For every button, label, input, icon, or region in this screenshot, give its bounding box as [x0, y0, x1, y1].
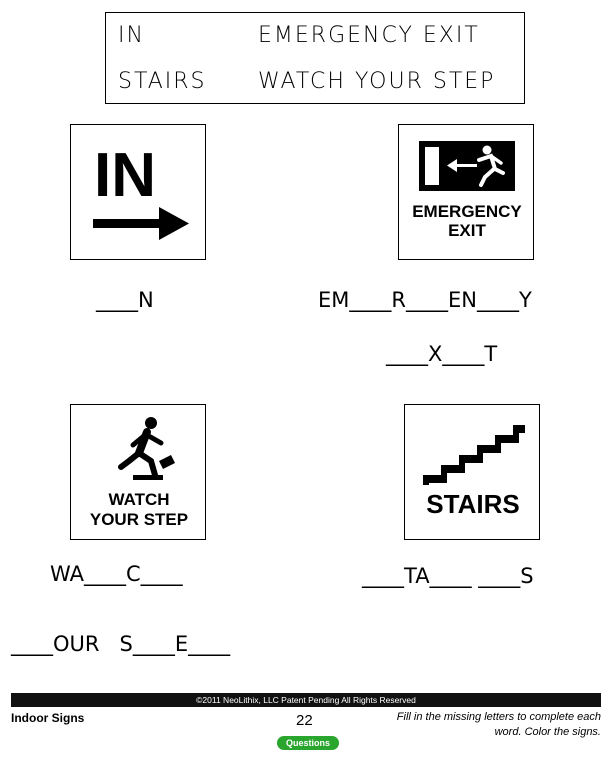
copyright-bar: ©2011 NeoLithix, LLC Patent Pending All … — [11, 693, 601, 707]
instructions-text: Fill in the missing letters to complete … — [396, 711, 601, 738]
staircase-icon — [423, 425, 525, 485]
word-bank-item: STAIRS — [118, 69, 207, 94]
word-bank-item: WATCH YOUR STEP — [258, 69, 496, 94]
puzzle-stairs[interactable]: ____TA____ ____S — [362, 564, 534, 588]
page-number: 22 — [296, 712, 313, 729]
word-bank: IN EMERGENCY EXIT STAIRS WATCH YOUR STEP — [105, 12, 525, 104]
sign-watch-step[interactable]: WATCH YOUR STEP — [70, 404, 206, 540]
arrow-right-icon — [93, 207, 189, 240]
sign-exit-text: EXIT — [448, 221, 486, 240]
sign-your-step-text: YOUR STEP — [90, 510, 188, 529]
sign-stairs-text: STAIRS — [426, 489, 519, 519]
puzzle-watch[interactable]: WA____C____ — [50, 562, 183, 586]
questions-button[interactable]: Questions — [277, 736, 339, 750]
puzzle-in[interactable]: ____N — [96, 288, 154, 312]
tripping-person-icon — [118, 417, 175, 480]
puzzle-emergency[interactable]: EM____R____EN____Y — [318, 288, 532, 312]
sign-stairs[interactable]: STAIRS — [404, 404, 540, 540]
puzzle-your-step[interactable]: ____OUR S____E____ — [11, 632, 231, 656]
word-bank-item: IN — [118, 23, 145, 48]
word-bank-item: EMERGENCY EXIT — [258, 23, 480, 48]
running-man-exit-icon — [419, 141, 515, 191]
sign-watch-text: WATCH — [108, 490, 169, 509]
puzzle-exit[interactable]: ____X____T — [386, 342, 498, 366]
sign-in-text: IN — [94, 141, 156, 210]
sign-in[interactable]: IN — [70, 124, 206, 260]
sign-emergency-text: EMERGENCY — [412, 202, 522, 221]
page-title: Indoor Signs — [11, 711, 85, 725]
sign-emergency-exit[interactable]: EMERGENCY EXIT — [398, 124, 534, 260]
